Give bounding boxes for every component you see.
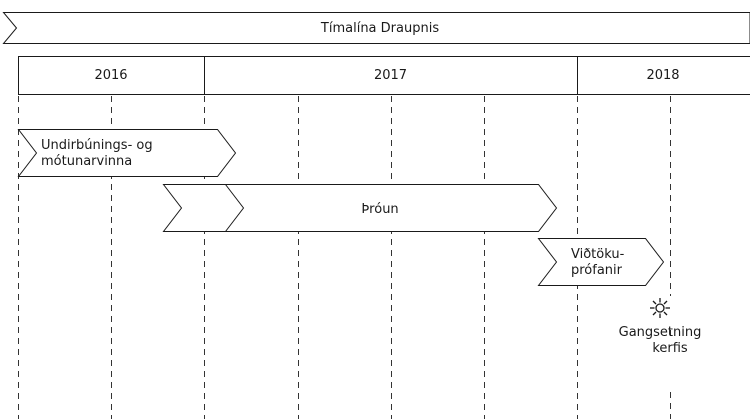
- phase-label-preparation-line1: Undirbúnings- og: [41, 138, 153, 153]
- sun-icon: [650, 298, 670, 318]
- year-label-2017: 2017: [373, 68, 408, 83]
- phase-arrow-development: [162, 184, 558, 232]
- phase-label-development: Þróun: [361, 202, 399, 217]
- phase-label-acceptance-line2: prófanir: [571, 263, 623, 278]
- phase-arrow-preparation: [17, 129, 237, 177]
- year-cell-2017: [204, 56, 578, 95]
- year-label-2018: 2018: [646, 68, 680, 83]
- diagram-title: Tímalína Draupnis: [320, 21, 440, 36]
- phase-label-acceptance-line1: Viðtöku-: [571, 247, 625, 262]
- quarter-gridlines: [18, 96, 671, 419]
- phase-arrow-acceptance-testing: [537, 238, 665, 286]
- milestone-label-line2: kerfis: [652, 341, 688, 356]
- milestone-label-line1: Gangsetning: [618, 325, 702, 340]
- phase-label-preparation-line2: mótunarvinna: [41, 154, 133, 169]
- year-label-2016: 2016: [94, 68, 128, 83]
- title-banner: [2, 12, 750, 44]
- year-cell-2018: [577, 56, 750, 95]
- phase-arrow-development-inner-chevron: [225, 184, 245, 232]
- year-header: [18, 56, 750, 95]
